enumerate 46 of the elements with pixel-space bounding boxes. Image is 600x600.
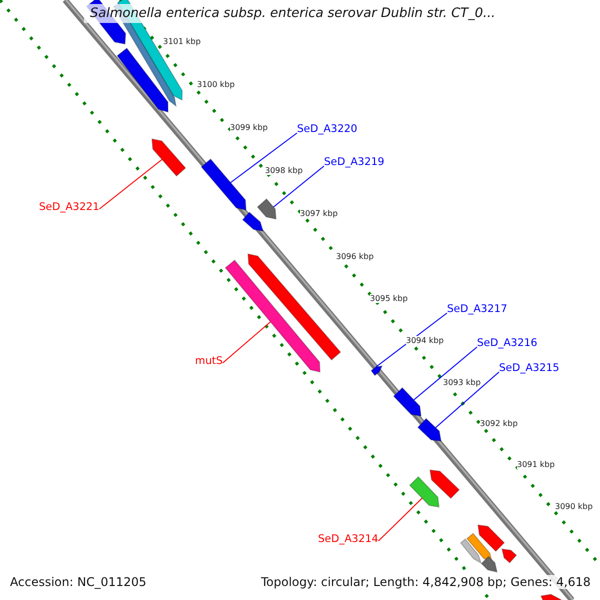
gene-bar — [116, 48, 168, 113]
gene-bar — [224, 260, 321, 373]
leader-line — [435, 372, 500, 428]
gene-label: SeD_A3219 — [324, 156, 384, 168]
gene-bar — [501, 548, 518, 564]
scale-label: 3100 kbp — [197, 80, 235, 89]
gene-label: SeD_A3220 — [297, 123, 358, 135]
scale-label: 3099 kbp — [230, 123, 268, 132]
scale-label: 3096 kbp — [336, 252, 374, 261]
leader-line — [230, 132, 298, 184]
accession-text: Accession: NC_011205 — [10, 575, 146, 589]
gene-bar — [540, 594, 564, 600]
gene-label: SeD_A3214 — [318, 533, 378, 545]
scale-label: 3091 kbp — [517, 460, 555, 469]
summary-text: Topology: circular; Length: 4,842,908 bp; Genes: 4,618 — [261, 575, 591, 589]
gene-label: mutS — [195, 355, 223, 367]
gene-bar — [477, 524, 505, 552]
gene-label: SeD_A3221 — [39, 201, 100, 213]
gene-bar — [393, 387, 422, 417]
gene-label: SeD_A3217 — [447, 303, 508, 315]
leader-line — [222, 321, 271, 364]
scale-label: 3092 kbp — [480, 419, 518, 428]
gene-label: SeD_A3216 — [477, 337, 538, 349]
scale-label: 3090 kbp — [555, 502, 593, 511]
gene-bar — [417, 418, 442, 442]
scale-label: 3094 kbp — [406, 336, 444, 345]
gene-bar — [460, 538, 482, 564]
scale-label: 3097 kbp — [300, 209, 338, 218]
gene-bar — [370, 365, 383, 376]
gene-bar — [409, 476, 440, 508]
gene-bar — [200, 158, 247, 211]
gene-bar — [256, 198, 277, 220]
leader-line — [413, 346, 478, 400]
scale-label: 3095 kbp — [370, 294, 408, 303]
gene-label: SeD_A3215 — [499, 362, 560, 374]
gene-bar — [429, 469, 460, 499]
gene-bar — [151, 138, 186, 177]
leader-line — [273, 166, 324, 208]
scale-label: 3101 kbp — [163, 37, 201, 46]
scale-label: 3098 kbp — [265, 166, 303, 175]
leader-line — [375, 312, 448, 368]
scale-label: 3093 kbp — [443, 378, 481, 387]
gene-bar — [242, 212, 264, 232]
leader-line — [378, 498, 423, 542]
gene-bar — [480, 556, 498, 573]
leader-line — [98, 158, 162, 210]
